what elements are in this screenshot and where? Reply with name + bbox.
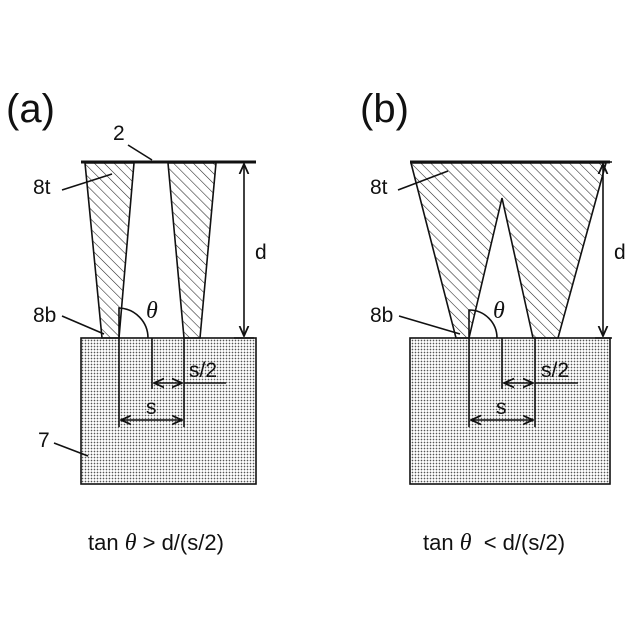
panel-b: (b) 8t 8b d θ s/2 s tan θ < d/(s/2) — [360, 87, 626, 556]
label-7: 7 — [38, 429, 50, 452]
label-8b-b: 8b — [370, 304, 393, 327]
label-8b-a: 8b — [33, 304, 56, 327]
label-d-b: d — [614, 241, 626, 264]
panel-a: (a) 2 8t 8b 7 d θ s/2 s — [6, 87, 267, 556]
label-2: 2 — [113, 122, 125, 145]
label-s-b: s — [496, 396, 507, 419]
panel-b-label: (b) — [360, 87, 409, 131]
label-theta-b: θ — [493, 298, 505, 324]
label-8t-a: 8t — [33, 176, 51, 199]
label-theta-a: θ — [146, 298, 158, 324]
label-s-a: s — [146, 396, 157, 419]
label-s-half-b: s/2 — [541, 359, 569, 382]
pillar-b-merged — [411, 163, 606, 338]
label-s-half-a: s/2 — [189, 359, 217, 382]
leader-2 — [128, 145, 152, 160]
substrate-a — [81, 338, 256, 484]
pillar-a-left — [85, 163, 134, 338]
panel-a-label: (a) — [6, 87, 55, 131]
condition-b: tan θ < d/(s/2) — [423, 530, 565, 556]
angle-arc-a — [119, 308, 148, 338]
pillar-a-right — [168, 163, 216, 338]
label-d-a: d — [255, 241, 267, 264]
label-8t-b: 8t — [370, 176, 388, 199]
condition-a: tan θ > d/(s/2) — [88, 530, 224, 556]
leader-8b-a — [62, 316, 104, 334]
substrate-b — [410, 338, 610, 484]
